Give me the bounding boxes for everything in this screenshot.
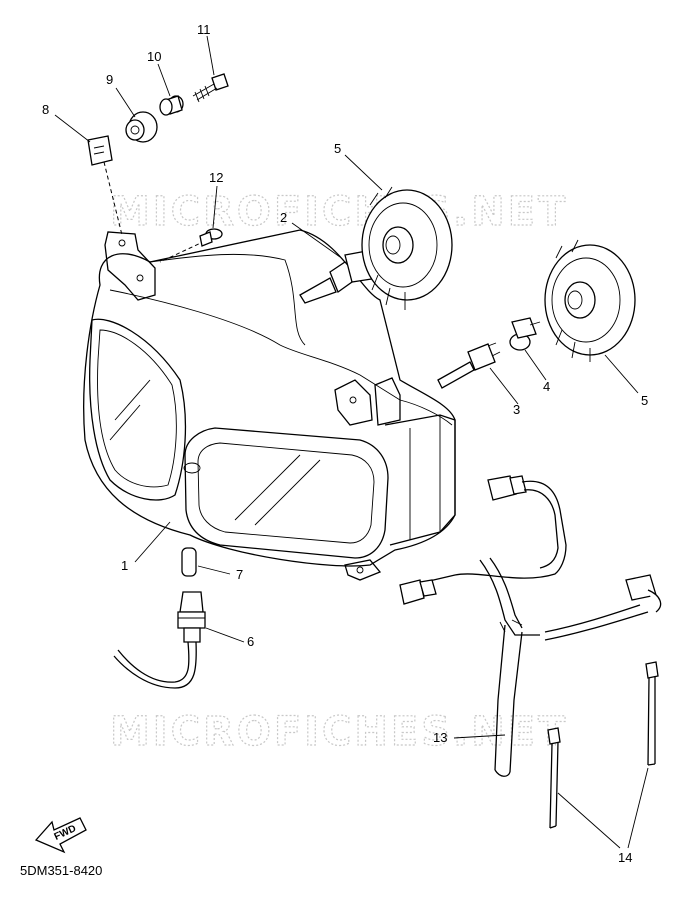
dashed-leader-8 — [103, 161, 123, 236]
cable-tie-14-left — [547, 727, 561, 829]
watermark-bottom: MICROFICHES.NET — [110, 709, 568, 755]
grommet-9 — [125, 111, 158, 143]
callout-5-upper: 5 — [334, 141, 341, 156]
callout-4: 4 — [543, 379, 550, 394]
callout-7: 7 — [236, 567, 243, 582]
callout-3: 3 — [513, 402, 520, 417]
callout-2: 2 — [280, 210, 287, 225]
headlight-assembly — [83, 229, 456, 581]
dashed-leader-12 — [159, 240, 206, 263]
bolt-11 — [192, 73, 229, 103]
socket-cover-5-upper — [361, 186, 453, 310]
callout-5-lower: 5 — [641, 393, 648, 408]
clip-nut-8 — [87, 135, 113, 166]
leader-lines — [54, 35, 649, 849]
callout-6: 6 — [247, 634, 254, 649]
callout-8: 8 — [42, 102, 49, 117]
watermark-top: MICROFICHES.NET — [110, 189, 568, 235]
screw-12 — [199, 228, 223, 247]
callout-13: 13 — [433, 730, 447, 745]
callout-12: 12 — [209, 170, 223, 185]
callout-10: 10 — [147, 49, 161, 64]
wire-harness-13 — [399, 475, 662, 777]
fwd-arrow-icon: FWD — [34, 817, 87, 854]
socket-4 — [509, 317, 541, 351]
socket-cover-5-lower — [544, 239, 636, 362]
bulb-3 — [437, 342, 501, 389]
callout-11: 11 — [197, 22, 211, 37]
callout-9: 9 — [106, 72, 113, 87]
socket-cord-6 — [113, 591, 206, 689]
collar-10 — [159, 95, 184, 116]
callout-1: 1 — [121, 558, 128, 573]
bulb-7 — [181, 547, 197, 577]
callout-14: 14 — [618, 850, 632, 865]
cable-tie-14-right — [645, 661, 659, 766]
diagram-code: 5DM351-8420 — [20, 863, 103, 878]
